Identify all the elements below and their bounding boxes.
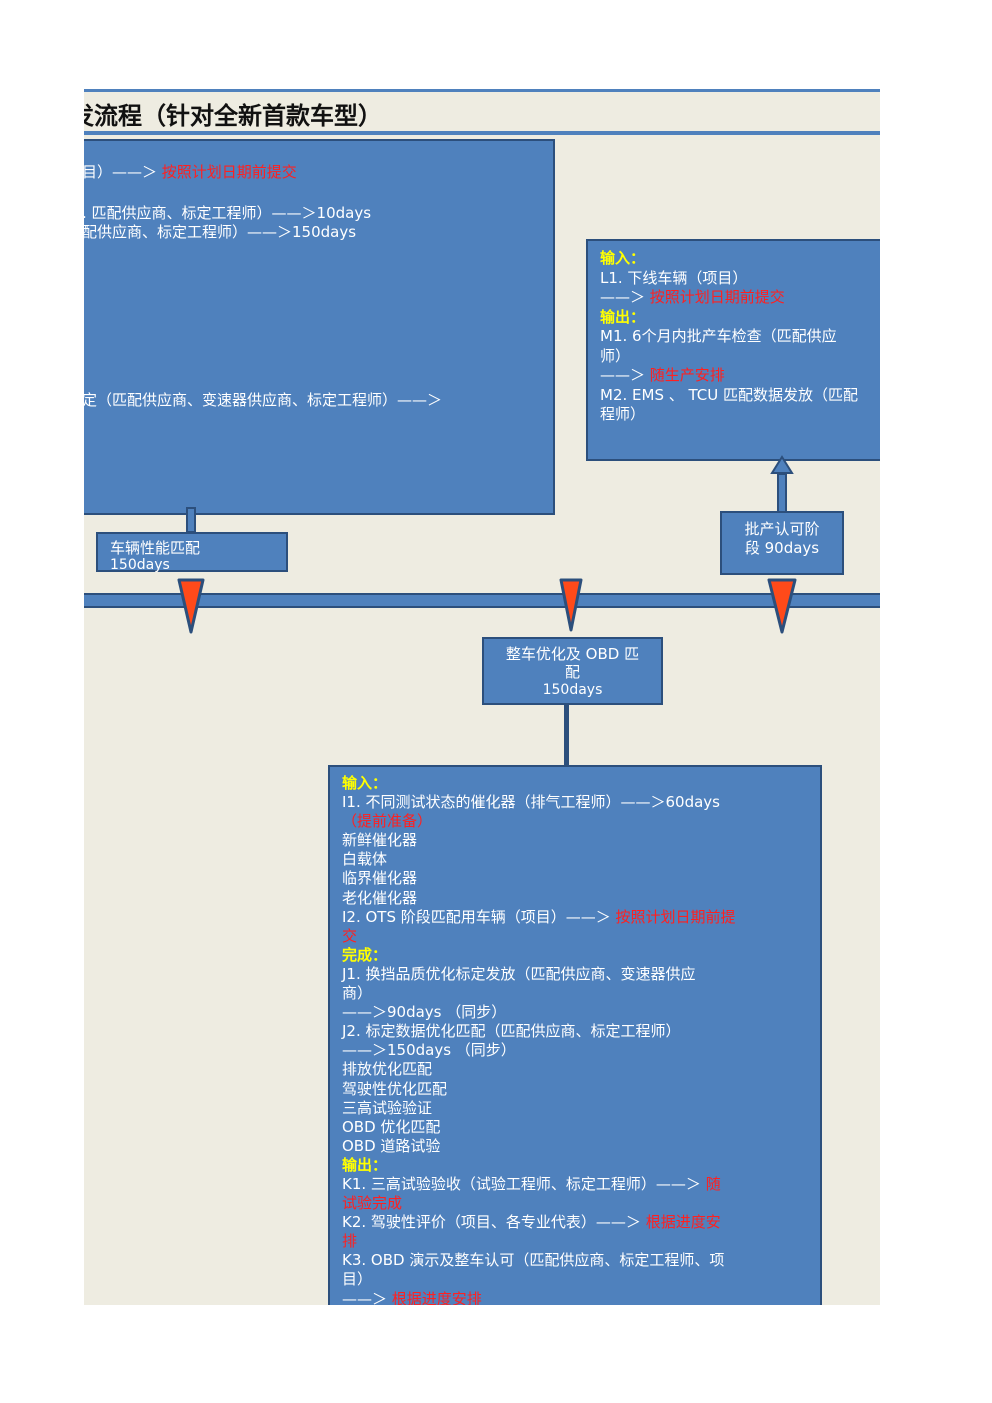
b-i1-item: 老化催化器 (342, 888, 418, 907)
b-j1: J1. 换挡品质优化标定发放（匹配供应商、变速器供应 (342, 964, 696, 983)
tr-m1: M1. 6个月内批产车检查（匹配供应 (600, 327, 837, 345)
mass-approval-line2: 段 90days (744, 539, 820, 557)
label-mass-approval: 批产认可阶 段 90days (720, 511, 844, 575)
tr-m1b: 师） (600, 346, 631, 365)
connector-vehicle-match (186, 507, 196, 533)
b-k1-red2: 试验完成 (342, 1194, 403, 1213)
b-i2-pre: I2. OTS 阶段匹配用车辆（项目）——＞ (342, 907, 611, 926)
tr-output-head: 输出： (600, 307, 646, 326)
b-k1-pre: K1. 三高试验验收（试验工程师、标定工程师）——＞ (342, 1174, 701, 1193)
b-i1-item: 白载体 (342, 850, 388, 869)
tl-line1-red: 按照计划日期前提交 (161, 163, 297, 181)
b-j2-item: OBD 优化匹配 (342, 1117, 441, 1136)
b-i1-item: 新鲜催化器 (342, 831, 418, 850)
tl-line2: . 匹配供应商、标定工程师）——＞10days (84, 203, 372, 222)
b-k2-red2: 排 (342, 1232, 358, 1251)
b-k2-red: 根据进度安 (645, 1213, 721, 1232)
b-j2-item: OBD 道路试验 (342, 1136, 441, 1155)
mass-approval-line1: 批产认可阶 (744, 520, 820, 538)
b-j1b: 商） (342, 984, 373, 1003)
b-i2-red2: 交 (342, 926, 358, 945)
b-input-head: 输入： (342, 774, 388, 792)
tr-l1-red: 按照计划日期前提交 (649, 288, 785, 306)
b-output-head: 输出： (342, 1155, 388, 1174)
b-i1-item: 临界催化器 (342, 869, 418, 888)
page-title: 发流程（针对全新首款车型） (84, 102, 382, 130)
milestone-marker-icon (767, 578, 797, 634)
tr-m2: M2. EMS 、 TCU 匹配数据发放（匹配 (600, 385, 859, 404)
b-k3: K3. OBD 演示及整车认可（匹配供应商、标定工程师、项 (342, 1251, 725, 1270)
tl-line3: 配供应商、标定工程师）——＞150days (84, 223, 357, 241)
tr-m1-arrow: ——＞ (600, 366, 646, 384)
connector-obd (564, 705, 569, 767)
box-bottom: 输入： I1. 不同测试状态的催化器（排气工程师）——＞60days （提前准备… (328, 765, 822, 1305)
b-k1-red: 随 (705, 1174, 721, 1193)
vehicle-match-line1: 车辆性能匹配 (110, 539, 201, 557)
tr-input-head: 输入： (600, 249, 646, 267)
diagram-sheet: 发流程（针对全新首款车型） 目）——＞ 按照计划日期前提交 . 匹配供应商、标定… (84, 89, 880, 1305)
b-k3b: 目） (342, 1270, 373, 1289)
tl-line4: 定（匹配供应商、变速器供应商、标定工程师）——＞ (84, 390, 443, 409)
b-done-head: 完成： (342, 945, 388, 964)
obd-line3: 150days (542, 682, 603, 698)
connector-mass-approval (777, 473, 787, 513)
b-j2-item: 排放优化匹配 (342, 1060, 433, 1079)
tl-line1-pre: 目）——＞ (84, 163, 158, 181)
tr-m1-red: 随生产安排 (649, 366, 725, 384)
b-j2-item: 驾驶性优化匹配 (342, 1079, 448, 1098)
tr-l1-arrow: ——＞ (600, 288, 646, 306)
b-j2-item: 三高试验验证 (342, 1098, 433, 1117)
b-k3-red: 根据进度安排 (391, 1289, 482, 1305)
box-top-right: 输入： L1. 下线车辆（项目） ——＞ 按照计划日期前提交 输出： M1. 6… (586, 239, 880, 461)
b-j2b: ——＞150days （同步） (342, 1041, 516, 1060)
b-i1-red: （提前准备） (342, 812, 433, 831)
tr-l1: L1. 下线车辆（项目） (600, 268, 748, 287)
title-band: 发流程（针对全新首款车型） (84, 89, 880, 135)
b-k2-pre: K2. 驾驶性评价（项目、各专业代表）——＞ (342, 1213, 641, 1232)
label-obd: 整车优化及 OBD 匹 配 150days (482, 637, 663, 705)
milestone-marker-icon (559, 578, 583, 632)
b-i1: I1. 不同测试状态的催化器（排气工程师）——＞60days (342, 793, 720, 812)
timeline-bar (84, 593, 880, 608)
b-i2-red: 按照计划日期前提 (615, 907, 736, 926)
box-top-left: 目）——＞ 按照计划日期前提交 . 匹配供应商、标定工程师）——＞10days … (84, 139, 555, 515)
milestone-marker-icon (177, 578, 205, 634)
arrow-up-icon (770, 455, 794, 474)
obd-line2: 配 (564, 663, 580, 681)
vehicle-match-line2: 150days (110, 557, 170, 573)
b-k3-arrow: ——＞ (342, 1289, 388, 1305)
obd-line1: 整车优化及 OBD 匹 (505, 645, 640, 663)
b-j1c: ——＞90days （同步） (342, 1003, 507, 1022)
b-j2: J2. 标定数据优化匹配（匹配供应商、标定工程师） (342, 1022, 681, 1041)
label-vehicle-match: 车辆性能匹配 150days (96, 532, 288, 573)
tr-m2b: 程师） (600, 405, 646, 423)
